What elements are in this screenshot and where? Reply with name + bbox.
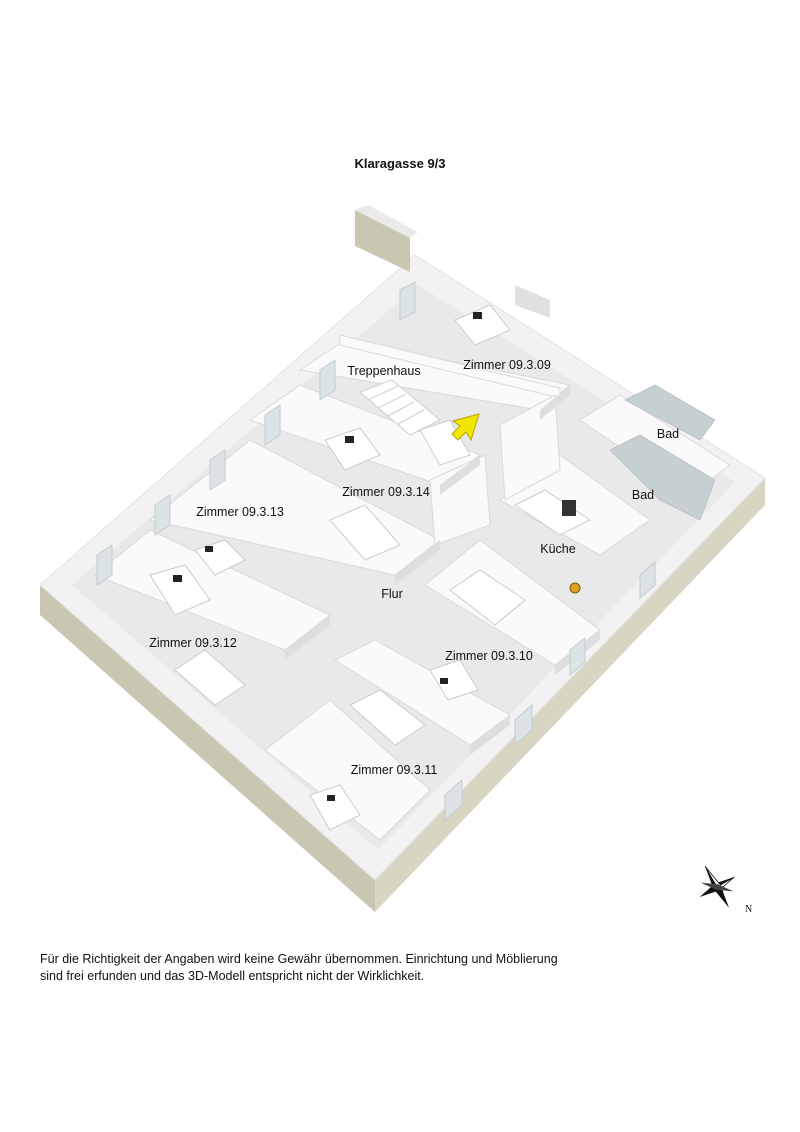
bathroom-tiles — [609, 384, 716, 521]
room-label-zimmer-09-3-14: Zimmer 09.3.14 — [342, 485, 430, 499]
disclaimer-line-1: Für die Richtigkeit der Angaben wird kei… — [40, 952, 558, 966]
room-label-treppenhaus: Treppenhaus — [347, 364, 420, 378]
room-label-flur: Flur — [381, 587, 403, 601]
room-label-kueche: Küche — [540, 542, 575, 556]
room-label-zimmer-09-3-12: Zimmer 09.3.12 — [149, 636, 237, 650]
compass-rose-icon: N — [699, 865, 752, 915]
room-label-zimmer-09-3-10: Zimmer 09.3.10 — [445, 649, 533, 663]
wall-stub-top — [355, 210, 410, 272]
compass-north-label: N — [745, 904, 752, 915]
desks — [149, 304, 511, 831]
plan-title: Klaragasse 9/3 — [354, 156, 446, 171]
room-label-zimmer-09-3-11: Zimmer 09.3.11 — [351, 763, 438, 777]
staircase — [359, 379, 471, 466]
monitors — [173, 312, 482, 801]
beds — [174, 504, 526, 746]
slab-side-right — [375, 478, 765, 912]
wall-stub-top-face — [355, 205, 418, 238]
fruit-bowl — [569, 582, 581, 594]
slab-side-left — [40, 585, 375, 912]
room-label-zimmer-09-3-13: Zimmer 09.3.13 — [196, 505, 284, 519]
entrance-arrow-icon — [451, 413, 480, 442]
room-label-bad-2: Bad — [632, 488, 654, 502]
windows — [96, 281, 656, 822]
kitchen-counter — [514, 489, 591, 536]
stove — [562, 500, 576, 516]
disclaimer-line-2: sind frei erfunden und das 3D-Modell ent… — [40, 969, 425, 983]
disclaimer: Für die Richtigkeit der Angaben wird kei… — [40, 951, 640, 985]
wall-stub-right — [515, 285, 550, 318]
room-label-bad-1: Bad — [657, 427, 679, 441]
room-label-zimmer-09-3-09: Zimmer 09.3.09 — [463, 358, 551, 372]
